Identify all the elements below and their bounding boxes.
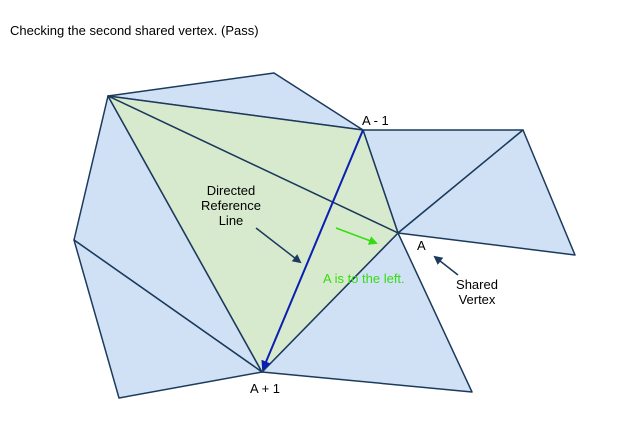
vertex-label-a-minus-1: A - 1	[362, 113, 389, 128]
left-side-arrow	[335, 227, 378, 245]
mesh-triangles	[73, 72, 576, 399]
diagram-title: Checking the second shared vertex. (Pass…	[10, 23, 259, 38]
triangle-bottom-left	[73, 239, 263, 399]
result-label: A is to the left.	[323, 271, 405, 286]
shared-vertex-label-1: Shared	[456, 277, 498, 292]
shared-vertex-label-2: Vertex	[459, 292, 496, 307]
vertex-label-a: A	[417, 238, 426, 253]
reference-label-arrow	[255, 227, 302, 264]
triangle-right	[397, 129, 576, 256]
directed-reference-arrow	[261, 129, 364, 371]
highlighted-triangle-lower	[107, 95, 399, 373]
reference-line-label-1: Directed	[207, 183, 255, 198]
reference-line-label-3: Line	[219, 213, 244, 228]
shared-vertex-arrow	[433, 255, 459, 276]
vertex-label-a-plus-1: A + 1	[250, 381, 280, 396]
reference-line-label-2: Reference	[201, 198, 261, 213]
